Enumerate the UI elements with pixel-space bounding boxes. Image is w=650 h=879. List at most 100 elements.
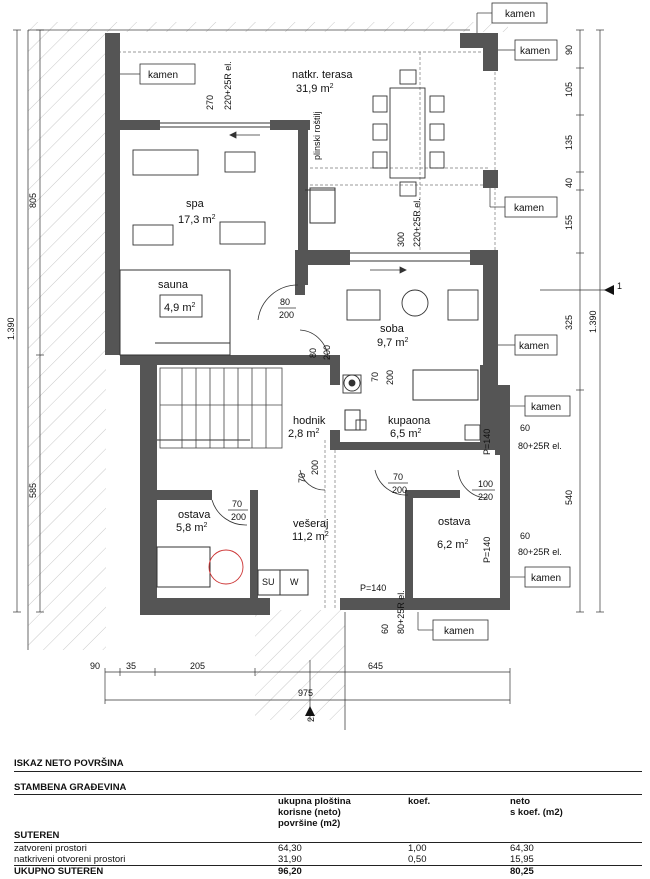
terrain-hatch-top (28, 22, 508, 32)
room-area-kupaona: 6,5 m2 (390, 428, 422, 440)
plinski-rostilj: plinski roštilj (312, 111, 322, 160)
parapet-140-c: P=140 (360, 583, 386, 593)
door-200-e: 200 (392, 485, 407, 495)
floor-plan: natkr. terasa 31,9 m2 spa 17,3 m2 sauna … (6, 2, 622, 730)
kamen-tag-7-label: kamen (531, 573, 561, 584)
door-200-a: 200 (279, 310, 294, 320)
room-name-kupaona: kupaona (388, 415, 431, 427)
sauna-area-box (159, 294, 203, 318)
windows (160, 122, 470, 262)
total-label: UKUPNO SUTEREN (14, 866, 104, 877)
room-name-ostava-1: ostava (178, 509, 211, 521)
col-head-area-3: površine (m2) (278, 818, 341, 829)
room-name-sauna: sauna (158, 279, 189, 291)
appliances (208, 374, 481, 585)
kamen-tag-4-label: kamen (514, 203, 544, 214)
dim-bottom-35: 35 (126, 661, 136, 671)
col-head-koef: koef. (408, 796, 431, 807)
kamen-tag-2-label: kamen (520, 46, 550, 57)
win-60-a-el: 80+25R el. (518, 441, 562, 451)
dining-table (372, 69, 445, 197)
dim-bottom-90: 90 (90, 661, 100, 671)
section-1-label: 1 (617, 281, 622, 291)
label-su: SU (262, 577, 275, 587)
door-swings (211, 284, 489, 526)
dim-left-total: 1.390 (6, 317, 16, 340)
label-w: W (290, 577, 299, 587)
room-area-sauna: 4,9 m2 (164, 302, 196, 314)
window-label-270-el: 220+25R el. (223, 61, 233, 110)
row-area-natkriveni: 31,90 (278, 854, 302, 865)
dim-left-585: 585 (28, 483, 38, 498)
door-200-b: 200 (322, 345, 332, 360)
row-label-natkriveni: natkriveni otvoreni prostori (14, 854, 126, 865)
terrace-dashes (118, 51, 496, 610)
terrain-hatch-left (28, 30, 106, 650)
parapet-140-a: P=140 (482, 429, 492, 455)
dim-right-325: 325 (564, 315, 574, 330)
row-neto-natkriveni: 15,95 (510, 854, 534, 865)
dim-right-40: 40 (564, 178, 574, 188)
col-head-area-2: korisne (neto) (278, 807, 341, 818)
room-name-terasa: natkr. terasa (292, 69, 353, 81)
table-title: ISKAZ NETO POVRŠINA (14, 758, 124, 769)
kamen-tag-6-label: kamen (531, 402, 561, 413)
row-label-zatvoreni: zatvoreni prostori (14, 843, 87, 854)
walls (105, 33, 510, 615)
spa-equipment (132, 149, 266, 246)
col-head-neto-1: neto (510, 796, 531, 807)
stairs (159, 367, 283, 449)
terrain-hatch-bottom (255, 610, 345, 720)
dim-bottom-total: 975 (298, 688, 313, 698)
door-80-a: 80 (280, 297, 290, 307)
total-area: 96,20 (278, 866, 302, 877)
kamen-tag-5-label: kamen (519, 341, 549, 352)
room-area-ostava-2: 6,2 m2 (437, 539, 469, 551)
dim-right-105: 105 (564, 82, 574, 97)
room-area-ostava-1: 5,8 m2 (176, 522, 208, 534)
win-60-c-el: 80+25R el. (396, 590, 406, 634)
sliding-arrows (229, 131, 407, 274)
col-head-neto-2: s koef. (m2) (510, 807, 563, 818)
dim-right-total: 1.390 (588, 310, 598, 333)
dim-right-135: 135 (564, 135, 574, 150)
dim-right-540: 540 (564, 490, 574, 505)
row-neto-zatvoreni: 64,30 (510, 843, 534, 854)
dim-right-90: 90 (564, 45, 574, 55)
win-60-c: 60 (380, 624, 390, 634)
window-label-270: 270 (205, 95, 215, 110)
win-60-b-el: 80+25R el. (518, 547, 562, 557)
section-1-marker (604, 285, 614, 295)
door-200-c: 200 (385, 370, 395, 385)
door-100: 100 (478, 479, 493, 489)
dim-right-155: 155 (564, 215, 574, 230)
door-70-c: 70 (393, 472, 403, 482)
kamen-tag-8-label: kamen (444, 626, 474, 637)
room-area-spa: 17,3 m2 (178, 214, 216, 226)
room-name-spa: spa (186, 198, 205, 210)
room-area-hodnik: 2,8 m2 (288, 428, 320, 440)
col-head-area-1: ukupna ploština (278, 796, 351, 807)
win-60-a: 60 (520, 423, 530, 433)
room-area-terasa: 31,9 m2 (296, 83, 334, 95)
left-dimension-lines (13, 29, 44, 613)
room-name-ostava-2: ostava (438, 516, 471, 528)
parapet-140-b: P=140 (482, 537, 492, 563)
section-2-marker (305, 706, 315, 716)
room-area-soba: 9,7 m2 (377, 337, 409, 349)
row-koef-natkriveni: 0,50 (408, 854, 427, 865)
site-lines (27, 29, 470, 730)
door-200-f: 200 (231, 512, 246, 522)
door-80-b: 80 (308, 348, 318, 358)
section-2-label: 2 (306, 717, 316, 722)
table-subtitle: STAMBENA GRAĐEVINA (14, 782, 127, 793)
kamen-tag-1-label: kamen (505, 9, 535, 20)
row-area-zatvoreni: 64,30 (278, 843, 302, 854)
door-220: 220 (478, 492, 493, 502)
dim-left-805: 805 (28, 193, 38, 208)
right-dimension-lines (540, 29, 610, 613)
total-neto: 80,25 (510, 866, 534, 877)
door-70-b: 70 (297, 473, 307, 483)
room-name-veseraj: vešeraj (293, 518, 328, 530)
dim-bottom-645: 645 (368, 661, 383, 671)
